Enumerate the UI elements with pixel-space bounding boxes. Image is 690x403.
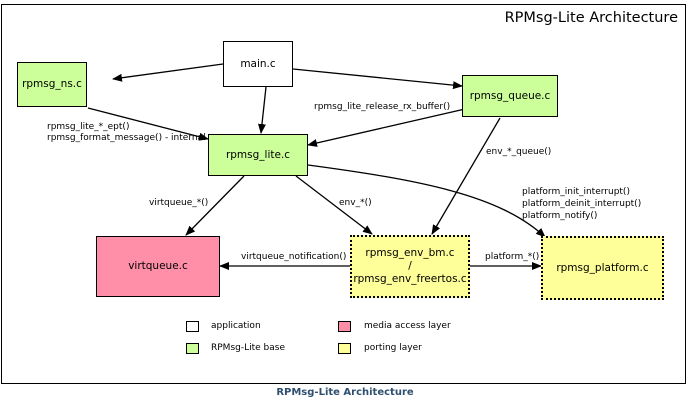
node-rpmsg-platform-label: rpmsg_platform.c bbox=[556, 261, 649, 274]
node-rpmsg-ns-label: rpmsg_ns.c bbox=[22, 78, 82, 90]
edge-queue-lite bbox=[307, 108, 466, 147]
edge-main-lite bbox=[257, 86, 267, 134]
node-rpmsg-lite: rpmsg_lite.c bbox=[208, 134, 308, 176]
label-virtqueue-calls: virtqueue_*() bbox=[149, 198, 209, 208]
edge-lite-platform bbox=[307, 164, 546, 238]
legend-label-application: application bbox=[211, 321, 261, 331]
legend-swatch-application bbox=[186, 321, 199, 332]
node-virtqueue-label: virtqueue.c bbox=[128, 260, 188, 272]
node-main-label: main.c bbox=[240, 57, 276, 70]
edge-ns-lite bbox=[87, 107, 209, 141]
node-rpmsg-queue: rpmsg_queue.c bbox=[462, 75, 558, 117]
label-platform-notify: platform_notify() bbox=[522, 211, 598, 221]
diagram-title: RPMsg-Lite Architecture bbox=[504, 10, 678, 26]
label-platform-init: platform_init_interrupt() bbox=[522, 187, 630, 197]
legend-swatch-base bbox=[186, 343, 199, 354]
edge-queue-env bbox=[431, 117, 501, 235]
figure-caption: RPMsg-Lite Architecture bbox=[276, 387, 414, 398]
label-virtqueue-notification: virtqueue_notification() bbox=[241, 252, 347, 262]
label-format-message: rpmsg_format_message() - internal bbox=[47, 133, 206, 143]
label-env-queue: env_*_queue() bbox=[486, 147, 552, 157]
label-env-calls: env_*() bbox=[339, 198, 372, 208]
diagram-frame bbox=[1, 4, 686, 384]
edge-main-ns bbox=[112, 63, 224, 82]
legend-swatch-porting bbox=[338, 343, 351, 354]
label-platform-calls: platform_*() bbox=[485, 252, 540, 262]
label-ept: rpmsg_lite_*_ept() bbox=[47, 122, 130, 132]
label-platform-deinit: platform_deinit_interrupt() bbox=[522, 199, 642, 209]
node-rpmsg-lite-label: rpmsg_lite.c bbox=[225, 148, 291, 161]
node-virtqueue: virtqueue.c bbox=[96, 236, 220, 297]
legend-swatch-media bbox=[338, 321, 351, 332]
legend-label-base: RPMsg-Lite base bbox=[211, 343, 285, 353]
legend-label-porting: porting layer bbox=[364, 343, 422, 353]
edge-lite-env bbox=[295, 175, 373, 235]
node-rpmsg-platform: rpmsg_platform.c bbox=[541, 236, 664, 300]
node-rpmsg-queue-label: rpmsg_queue.c bbox=[469, 89, 551, 102]
edge-lite-virtqueue bbox=[185, 175, 245, 236]
node-rpmsg-env-line2: / bbox=[408, 260, 412, 272]
node-rpmsg-env-line1: rpmsg_env_bm.c bbox=[365, 247, 455, 259]
legend-label-media: media access layer bbox=[364, 321, 451, 331]
label-release-rx-buffer: rpmsg_lite_release_rx_buffer() bbox=[314, 102, 451, 112]
node-rpmsg-env-line3: rpmsg_env_freertos.c bbox=[353, 273, 467, 285]
node-main: main.c bbox=[223, 41, 293, 87]
edge-main-queue bbox=[292, 68, 463, 90]
node-rpmsg-ns: rpmsg_ns.c bbox=[17, 62, 87, 107]
node-rpmsg-env: rpmsg_env_bm.c / rpmsg_env_freertos.c bbox=[350, 235, 470, 298]
